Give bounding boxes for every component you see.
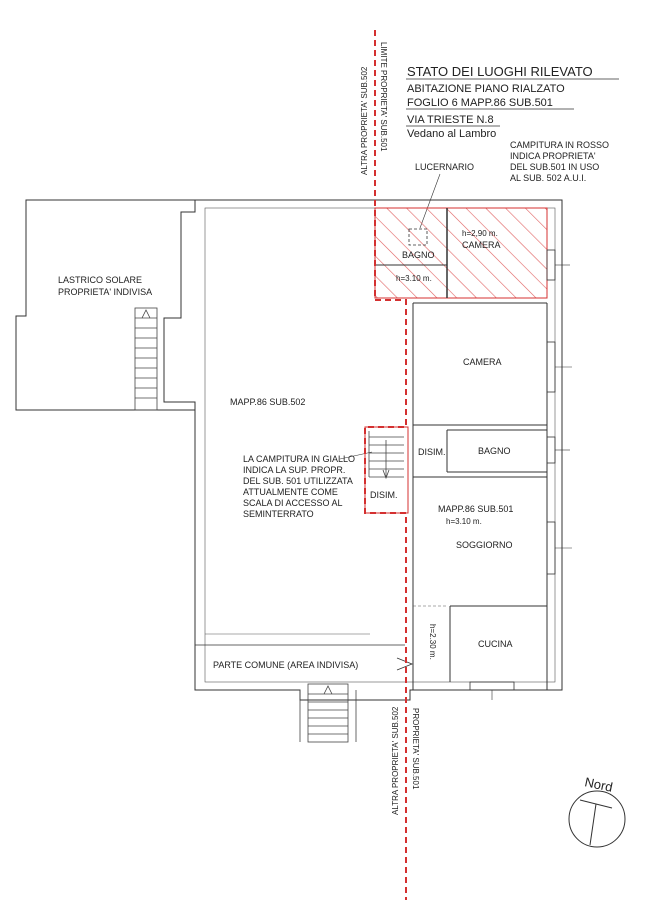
mapp-502-label: MAPP.86 SUB.502 xyxy=(230,397,305,407)
parte-comune-label: PARTE COMUNE (AREA INDIVISA) xyxy=(213,660,358,670)
boundary-label-top-left: ALTRA PROPRIETA' SUB.502 xyxy=(360,66,369,175)
svg-text:DEL SUB. 501 UTILIZZATA: DEL SUB. 501 UTILIZZATA xyxy=(243,476,353,486)
boundary-label-top-right: LIMITE PROPRIETA' SUB.501 xyxy=(379,42,388,152)
svg-text:INDICA LA SUP. PROPR.: INDICA LA SUP. PROPR. xyxy=(243,465,345,475)
svg-text:CAMPITURA IN ROSSO: CAMPITURA IN ROSSO xyxy=(510,140,609,150)
lastrico-label-2: PROPRIETA' INDIVISA xyxy=(58,287,152,297)
svg-text:LA CAMPITURA IN GIALLO: LA CAMPITURA IN GIALLO xyxy=(243,454,355,464)
north-arrow xyxy=(568,790,626,848)
entrance-stair xyxy=(299,683,357,743)
plan-subtitle-1: ABITAZIONE PIANO RIALZATO xyxy=(407,83,565,95)
plan-city: Vedano al Lambro xyxy=(407,128,496,140)
bagno-top-label: BAGNO xyxy=(402,250,435,260)
mapp-501-label: MAPP.86 SUB.501 xyxy=(438,504,513,514)
svg-text:INDICA PROPRIETA': INDICA PROPRIETA' xyxy=(510,151,596,161)
north-label: Nord xyxy=(583,774,614,795)
camera-top-height: h=2,90 m. xyxy=(462,229,498,238)
cucina-height: h=2.30 m. xyxy=(428,624,437,660)
lastrico-solare-outline xyxy=(15,199,196,411)
sub501-walls xyxy=(412,302,548,690)
lucernario-label: LUCERNARIO xyxy=(415,162,474,172)
svg-text:AL SUB. 502 A.U.I.: AL SUB. 502 A.U.I. xyxy=(510,173,586,183)
red-hatched-area xyxy=(374,207,548,299)
svg-text:SEMINTERRATO: SEMINTERRATO xyxy=(243,509,314,519)
boundary-label-bottom-left: ALTRA PROPRIETA' SUB.502 xyxy=(391,706,400,815)
soggiorno-label: SOGGIORNO xyxy=(456,540,513,550)
svg-text:ATTUALMENTE COME: ATTUALMENTE COME xyxy=(243,487,338,497)
yellow-area-stair xyxy=(364,426,409,514)
property-boundary-line xyxy=(364,30,407,900)
building-outer-wall xyxy=(194,199,563,701)
disim-label-1: DISIM. xyxy=(418,447,446,457)
svg-text:SCALA DI ACCESSO AL: SCALA DI ACCESSO AL xyxy=(243,498,343,508)
lastrico-stair xyxy=(134,307,158,411)
boundary-label-bottom-right: PROPRIETA' SUB.501 xyxy=(411,708,420,790)
plan-subtitle-2: FOGLIO 6 MAPP.86 SUB.501 xyxy=(407,97,553,109)
disim-label-2: DISIM. xyxy=(370,490,398,500)
camera-top-label: CAMERA xyxy=(462,240,501,250)
plan-title: STATO DEI LUOGHI RILEVATO xyxy=(407,64,593,79)
sub501-height: h=3.10 m. xyxy=(446,517,482,526)
windows-right xyxy=(469,249,572,700)
entrance-arrow xyxy=(396,657,414,671)
cucina-label: CUCINA xyxy=(478,639,513,649)
svg-text:DEL SUB.501 IN USO: DEL SUB.501 IN USO xyxy=(510,162,599,172)
lucernario-square xyxy=(408,228,428,246)
bagno-label: BAGNO xyxy=(478,446,511,456)
legend-yellow: LA CAMPITURA IN GIALLO INDICA LA SUP. PR… xyxy=(243,451,373,519)
lastrico-label-1: LASTRICO SOLARE xyxy=(58,275,142,285)
plan-address: VIA TRIESTE N.8 xyxy=(407,114,494,126)
legend-red: CAMPITURA IN ROSSO INDICA PROPRIETA' DEL… xyxy=(510,140,609,183)
camera-label: CAMERA xyxy=(463,357,502,367)
bagno-top-height: h=3.10 m. xyxy=(396,274,432,283)
